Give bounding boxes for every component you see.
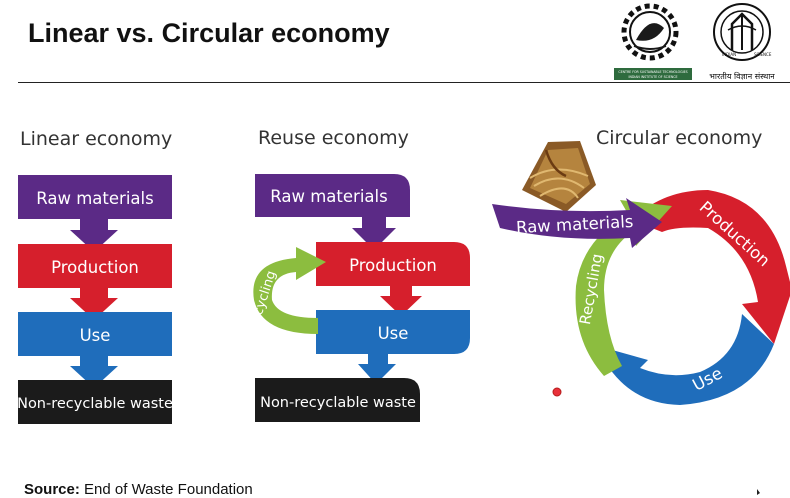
linear-production-box [18, 244, 172, 288]
raw-material-photo [522, 141, 596, 212]
linear-title: Linear economy [20, 128, 173, 150]
linear-raw-box [18, 175, 172, 219]
linear-arrow-1 [70, 219, 118, 252]
linear-arrow-2 [70, 288, 118, 320]
linear-diagram: Raw materials Production Use Non-recycla… [17, 175, 173, 424]
reuse-use-box [316, 310, 470, 354]
linear-arrow-3 [70, 356, 118, 388]
reuse-production-box [316, 242, 470, 286]
linear-raw-label: Raw materials [36, 189, 153, 208]
pointer-dot [552, 387, 562, 397]
reuse-waste-box [255, 378, 420, 422]
circular-raw-arrow [492, 198, 662, 248]
iisc-seal: INDIAN SCIENCE भारतीय विज्ञान संस्थान [709, 3, 775, 81]
reuse-arrow-1 [352, 217, 396, 250]
circular-use-arrow [598, 314, 774, 405]
linear-waste-label: Non-recyclable waste [17, 396, 173, 412]
circular-title: Circular economy [596, 127, 763, 149]
slide-title: Linear vs. Circular economy [28, 18, 390, 48]
mouse-cursor-icon [757, 489, 760, 495]
institute-logos: CENTRE FOR SUSTAINABLE TECHNOLOGIES INDI… [614, 3, 775, 81]
reuse-raw-box [255, 174, 410, 217]
circular-diagram: Raw materials Production Use Recycling [492, 141, 790, 405]
circular-recycling-arrow [575, 200, 672, 376]
source-text: End of Waste Foundation [84, 481, 253, 498]
circular-production-arrow [632, 190, 790, 344]
source-note: Source: End of Waste Foundation [24, 481, 253, 498]
reuse-recycling-arrow [253, 247, 326, 334]
reuse-title: Reuse economy [258, 127, 409, 149]
linear-production-label: Production [51, 258, 139, 277]
reuse-production-label: Production [349, 256, 437, 275]
reuse-waste-label: Non-recyclable waste [260, 395, 416, 411]
iisc-caption: भारतीय विज्ञान संस्थान [709, 71, 775, 81]
reuse-use-label: Use [378, 324, 409, 343]
reuse-arrow-3 [358, 354, 396, 384]
iisc-ring-left: INDIAN [722, 52, 736, 57]
iisc-ring-right: SCIENCE [754, 52, 772, 57]
cst-caption-2: INDIAN INSTITUTE OF SCIENCE [629, 75, 678, 79]
linear-use-label: Use [80, 326, 111, 345]
reuse-arrow-2 [380, 286, 422, 316]
linear-use-box [18, 312, 172, 356]
linear-waste-box [18, 380, 172, 424]
reuse-raw-label: Raw materials [270, 187, 387, 206]
cst-logo: CENTRE FOR SUSTAINABLE TECHNOLOGIES INDI… [614, 3, 692, 80]
reuse-diagram: Recycling Raw materials Production Use N… [246, 174, 470, 422]
cst-caption-1: CENTRE FOR SUSTAINABLE TECHNOLOGIES [618, 70, 687, 74]
title-divider [18, 82, 790, 83]
source-label: Source: [24, 481, 80, 498]
